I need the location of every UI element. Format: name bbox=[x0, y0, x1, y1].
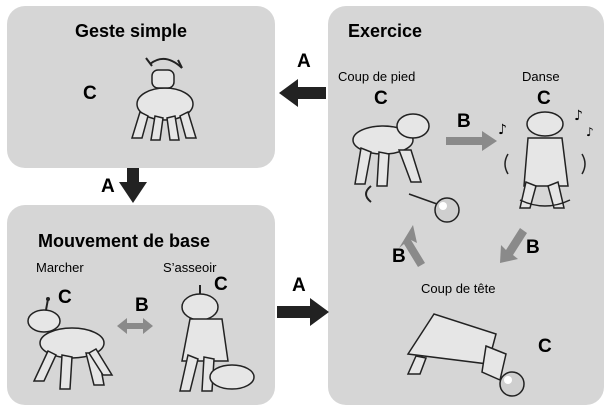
marker-kick-dance: B bbox=[457, 111, 471, 132]
label-sasseoir: S’asseoir bbox=[163, 260, 217, 275]
title-exercice: Exercice bbox=[348, 21, 423, 41]
arrow-base-to-exercise bbox=[277, 298, 329, 326]
arrow-head-to-kick bbox=[399, 225, 425, 267]
title-mouvement-de-base: Mouvement de base bbox=[38, 231, 211, 251]
svg-text:♪: ♪ bbox=[498, 122, 507, 138]
arrow-walk-sit bbox=[117, 318, 153, 334]
title-geste-simple: Geste simple bbox=[75, 21, 188, 41]
marker-sit: C bbox=[214, 274, 228, 295]
robot-dog-dance-illustration: ♪ ♪ ♪ bbox=[498, 108, 594, 209]
transition-simple-to-base: A bbox=[101, 176, 115, 197]
robot-dog-header-illustration bbox=[406, 313, 525, 397]
label-coup-de-pied: Coup de pied bbox=[338, 69, 416, 84]
arrow-kick-to-dance bbox=[446, 131, 497, 151]
robot-dog-simple-illustration bbox=[130, 57, 198, 141]
label-marcher: Marcher bbox=[36, 260, 84, 275]
arrow-dance-to-head bbox=[500, 228, 527, 263]
transition-base-to-exercise: A bbox=[292, 275, 306, 296]
marker-head-kick: B bbox=[392, 246, 406, 267]
panel-geste-simple bbox=[7, 6, 275, 168]
marker-head: C bbox=[538, 336, 552, 357]
robot-dog-walking-illustration bbox=[27, 297, 114, 390]
marker-dance: C bbox=[537, 88, 551, 109]
label-coup-de-tete: Coup de tête bbox=[421, 281, 496, 296]
label-danse: Danse bbox=[522, 69, 560, 84]
marker-walk-sit-link: B bbox=[135, 295, 149, 316]
marker-dance-head: B bbox=[526, 237, 540, 258]
robot-dog-kick-illustration bbox=[352, 113, 460, 223]
arrow-simple-to-base bbox=[119, 168, 147, 203]
svg-text:♪: ♪ bbox=[586, 125, 594, 139]
svg-text:♪: ♪ bbox=[574, 108, 583, 124]
marker-simple: C bbox=[83, 83, 97, 104]
marker-kick: C bbox=[374, 88, 388, 109]
marker-walk: C bbox=[58, 287, 72, 308]
arrow-exercise-to-simple bbox=[279, 79, 326, 107]
robot-dog-sitting-illustration bbox=[179, 285, 255, 392]
transition-exercise-to-simple: A bbox=[297, 51, 311, 72]
